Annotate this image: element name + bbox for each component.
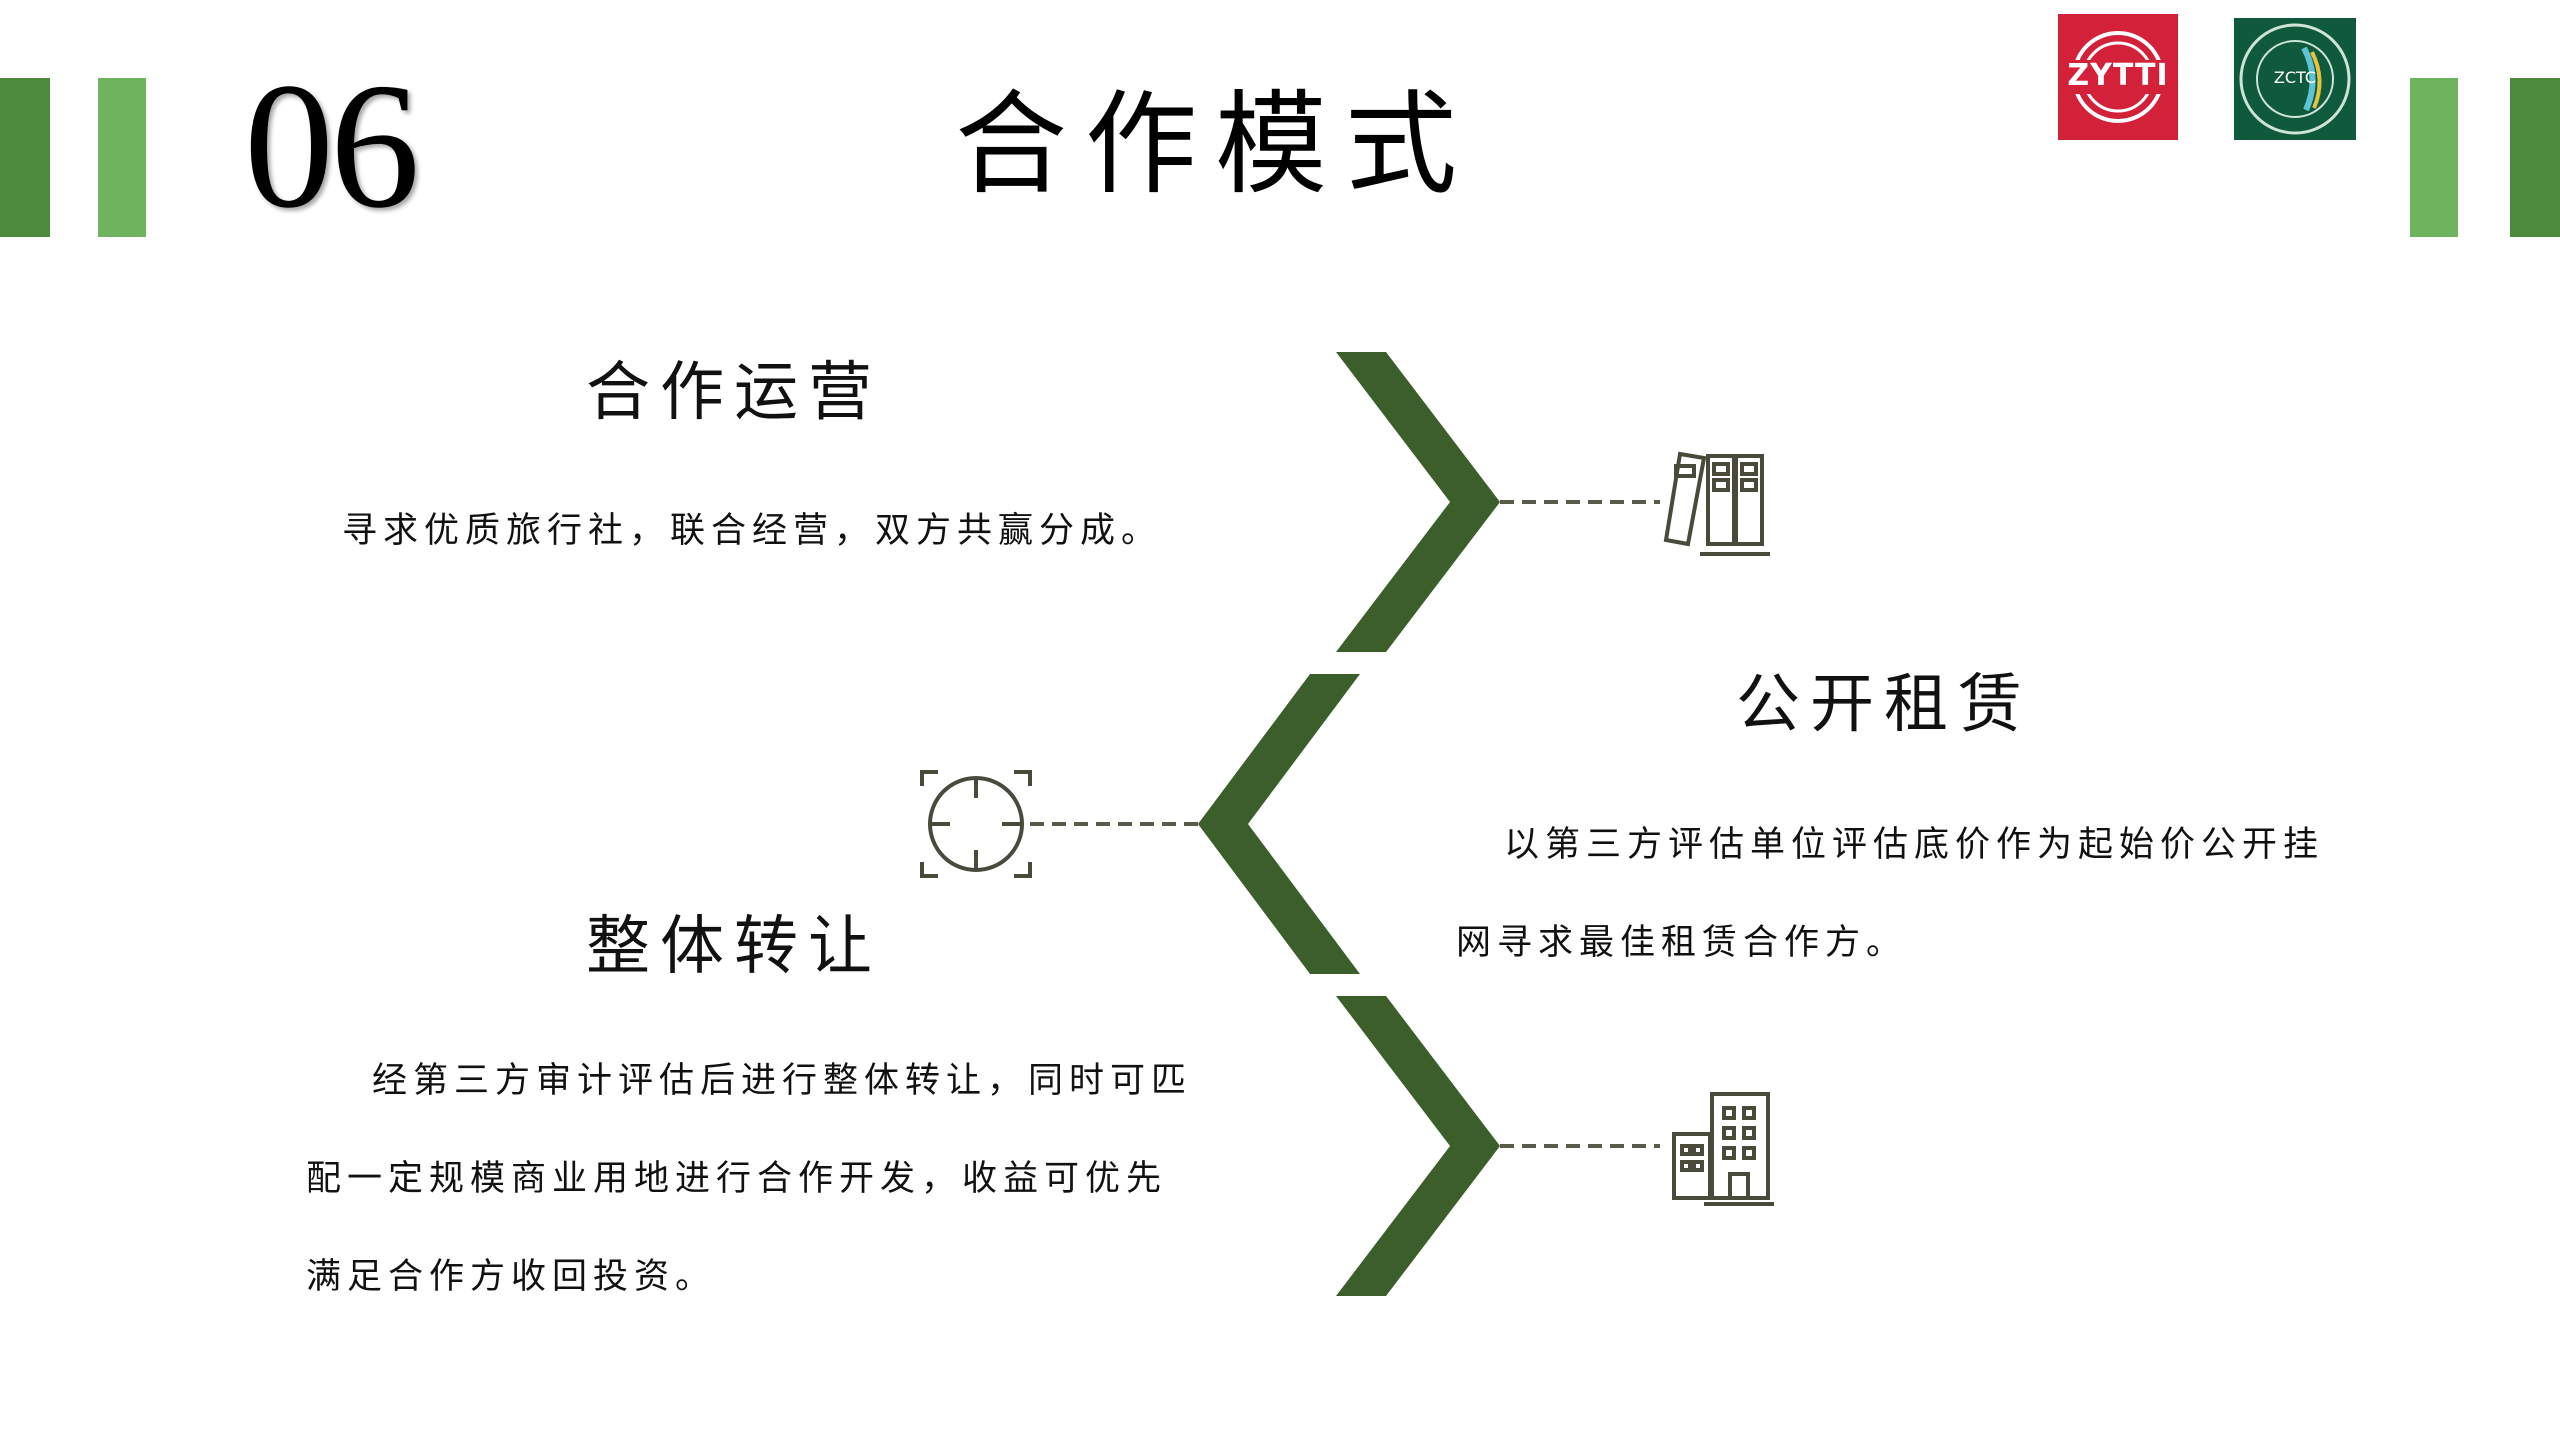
chevron-top [1336,352,1500,652]
section-text-public-lease-line2: 网寻求最佳租赁合作方。 [1456,923,1908,963]
right-accent-bar-dark [2510,78,2560,237]
section-heading-overall-transfer: 整体转让 [586,910,882,984]
section-text-cooperative-operation: 寻求优质旅行社，联合经营，双方共赢分成。 [342,511,1163,551]
section-heading-cooperative-operation: 合作运营 [586,356,882,430]
section-text-overall-transfer-line1: 经第三方审计评估后进行整体转让，同时可匹 [372,1061,1193,1101]
left-accent-bar-dark [0,78,50,237]
zytti-logo-text: ZYTTI [2067,58,2169,93]
left-accent-bar-light [98,78,146,237]
page-title: 合作模式 [955,80,1475,210]
section-text-overall-transfer-line3: 满足合作方收回投资。 [306,1257,717,1297]
zytti-logo: ZYTTI [2058,14,2178,140]
section-text-public-lease-line1: 以第三方评估单位评估底价作为起始价公开挂 [1504,825,2325,865]
office-buildings-icon [1672,1092,1774,1206]
zctc-logo: ZCTC [2234,18,2356,140]
filing-binders-icon [1663,451,1770,556]
target-crosshair-icon [920,770,1032,878]
section-heading-public-lease: 公开租赁 [1736,668,2032,742]
right-accent-bar-light [2410,78,2458,237]
section-text-overall-transfer-line2: 配一定规模商业用地进行合作开发，收益可优先 [306,1159,1168,1199]
chevron-bottom [1336,996,1500,1296]
slide-number: 06 [244,46,420,245]
zctc-logo-text: ZCTC [2273,68,2317,87]
chevron-middle [1198,674,1360,974]
